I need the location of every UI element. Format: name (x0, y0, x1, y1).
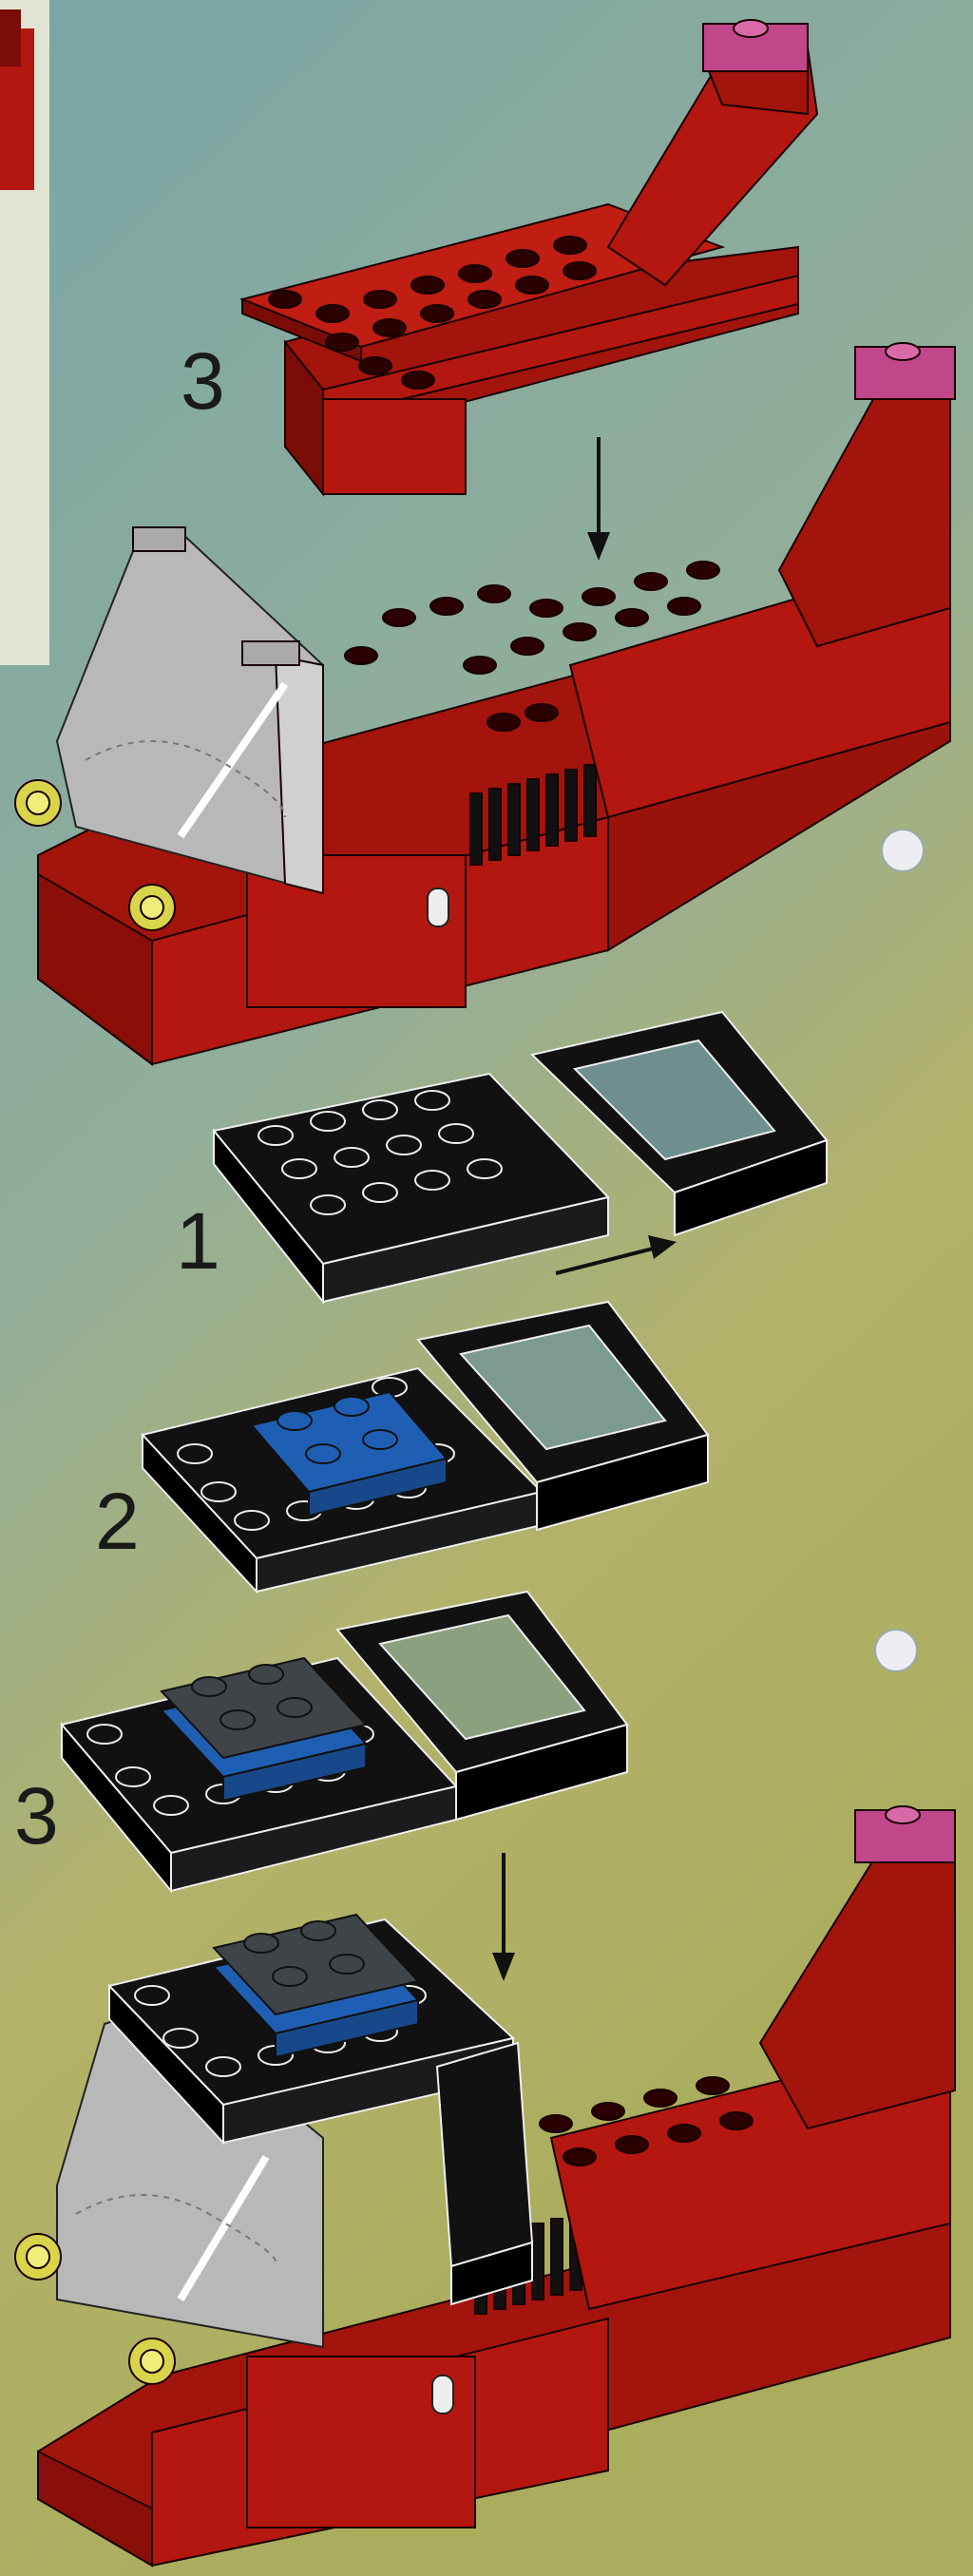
step-number-2: 2 (95, 1477, 140, 1566)
step-number-3-top: 3 (181, 336, 225, 426)
previous-page-corner (0, 0, 49, 665)
step-number-1: 1 (176, 1196, 220, 1286)
binder-hole-icon (882, 830, 924, 871)
binder-hole-icon (875, 1630, 917, 1671)
step-number-3-sub: 3 (14, 1771, 59, 1860)
